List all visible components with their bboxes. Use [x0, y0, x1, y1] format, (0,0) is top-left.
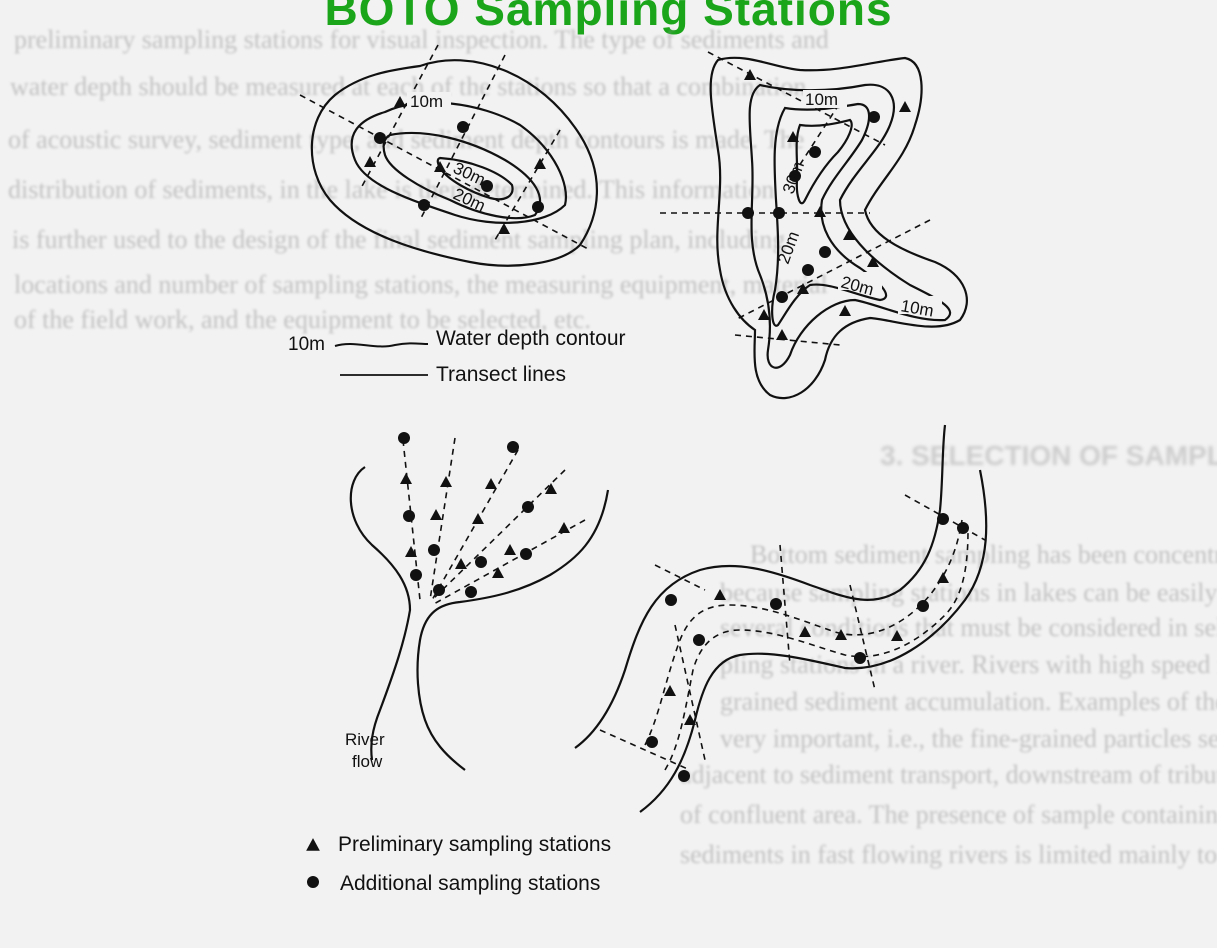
lake-legend: 10m Water depth contour Transect lines — [288, 327, 626, 386]
preliminary-station-marker — [797, 283, 809, 294]
preliminary-station-icon — [306, 838, 320, 851]
preliminary-station-marker — [744, 69, 756, 80]
additional-station-marker — [403, 510, 415, 522]
preliminary-station-marker — [364, 156, 376, 167]
transect-line — [432, 470, 565, 600]
preliminary-station-marker — [899, 101, 911, 112]
preliminary-station-marker — [455, 558, 467, 569]
river-right-centerlines — [600, 495, 985, 770]
additional-station-marker — [457, 121, 469, 133]
additional-station-marker — [646, 736, 658, 748]
additional-station-marker — [665, 594, 677, 606]
river-flow-label-line1: River — [345, 730, 385, 749]
river-bank — [418, 490, 608, 770]
additional-station-marker — [678, 770, 690, 782]
additional-station-marker — [819, 246, 831, 258]
preliminary-station-marker — [485, 478, 497, 489]
preliminary-station-marker — [492, 567, 504, 578]
additional-station-marker — [374, 132, 386, 144]
river-right — [575, 425, 986, 812]
additional-station-marker — [418, 199, 430, 211]
preliminary-station-marker — [498, 223, 510, 234]
preliminary-station-marker — [430, 509, 442, 520]
additional-station-marker — [809, 146, 821, 158]
lake-right — [711, 58, 967, 398]
preliminary-station-marker — [400, 473, 412, 484]
lake-left-contour-labels: 10m 30m 20m — [407, 92, 488, 216]
legend-transect-label: Transect lines — [436, 363, 566, 386]
preliminary-station-marker — [440, 476, 452, 487]
preliminary-station-marker — [891, 630, 903, 641]
river-left-transects — [403, 438, 585, 605]
lake-right-contour-30m — [797, 120, 852, 203]
contour-label: 10m — [410, 92, 443, 111]
legend-contour-line-icon — [335, 343, 428, 346]
contour-label: 10m — [805, 90, 838, 109]
additional-station-icon — [307, 876, 319, 888]
legend-contour-label: Water depth contour — [436, 327, 626, 350]
preliminary-station-marker — [472, 513, 484, 524]
additional-station-marker — [507, 441, 519, 453]
river-bank — [575, 425, 945, 748]
preliminary-station-marker — [839, 305, 851, 316]
additional-station-marker — [957, 522, 969, 534]
additional-station-marker — [693, 634, 705, 646]
river-flow-label: River flow — [345, 730, 385, 771]
river-flow-label-line2: flow — [352, 752, 383, 771]
contour-label: 30m — [779, 159, 808, 197]
additional-station-marker — [868, 111, 880, 123]
additional-station-marker — [802, 264, 814, 276]
preliminary-station-marker — [534, 158, 546, 169]
preliminary-station-marker — [714, 589, 726, 600]
preliminary-station-marker — [799, 626, 811, 637]
transect-line — [600, 730, 690, 770]
additional-station-marker — [776, 291, 788, 303]
additional-station-marker — [522, 501, 534, 513]
preliminary-station-marker — [394, 96, 406, 107]
preliminary-station-marker — [814, 206, 826, 217]
preliminary-station-marker — [776, 329, 788, 340]
preliminary-station-marker — [835, 629, 847, 640]
additional-station-marker — [475, 556, 487, 568]
river-left-stations — [398, 432, 570, 598]
preliminary-station-marker — [434, 161, 446, 172]
river-bank — [640, 470, 986, 812]
transect-line — [655, 565, 705, 590]
additional-station-marker — [398, 432, 410, 444]
preliminary-station-marker — [558, 522, 570, 533]
additional-station-marker — [410, 569, 422, 581]
preliminary-station-marker — [664, 685, 676, 696]
river-right-stations — [646, 513, 969, 782]
additional-station-marker — [532, 201, 544, 213]
river-left — [351, 467, 608, 770]
additional-label: Additional sampling stations — [340, 872, 600, 895]
additional-station-marker — [465, 586, 477, 598]
lake-left-transects — [300, 45, 590, 250]
lake-left — [312, 60, 597, 265]
additional-station-marker — [520, 548, 532, 560]
river-bank — [351, 467, 410, 760]
additional-station-marker — [937, 513, 949, 525]
additional-station-marker — [428, 544, 440, 556]
additional-station-marker — [854, 652, 866, 664]
additional-station-marker — [742, 207, 754, 219]
additional-station-marker — [773, 207, 785, 219]
additional-station-marker — [433, 584, 445, 596]
preliminary-station-marker — [937, 572, 949, 583]
preliminary-label: Preliminary sampling stations — [338, 833, 611, 856]
station-legend: Preliminary sampling stations Additional… — [306, 833, 611, 895]
preliminary-station-marker — [504, 544, 516, 555]
additional-station-marker — [917, 600, 929, 612]
additional-station-marker — [770, 598, 782, 610]
legend-contour-sample: 10m — [288, 334, 325, 355]
transect-line — [432, 450, 518, 600]
